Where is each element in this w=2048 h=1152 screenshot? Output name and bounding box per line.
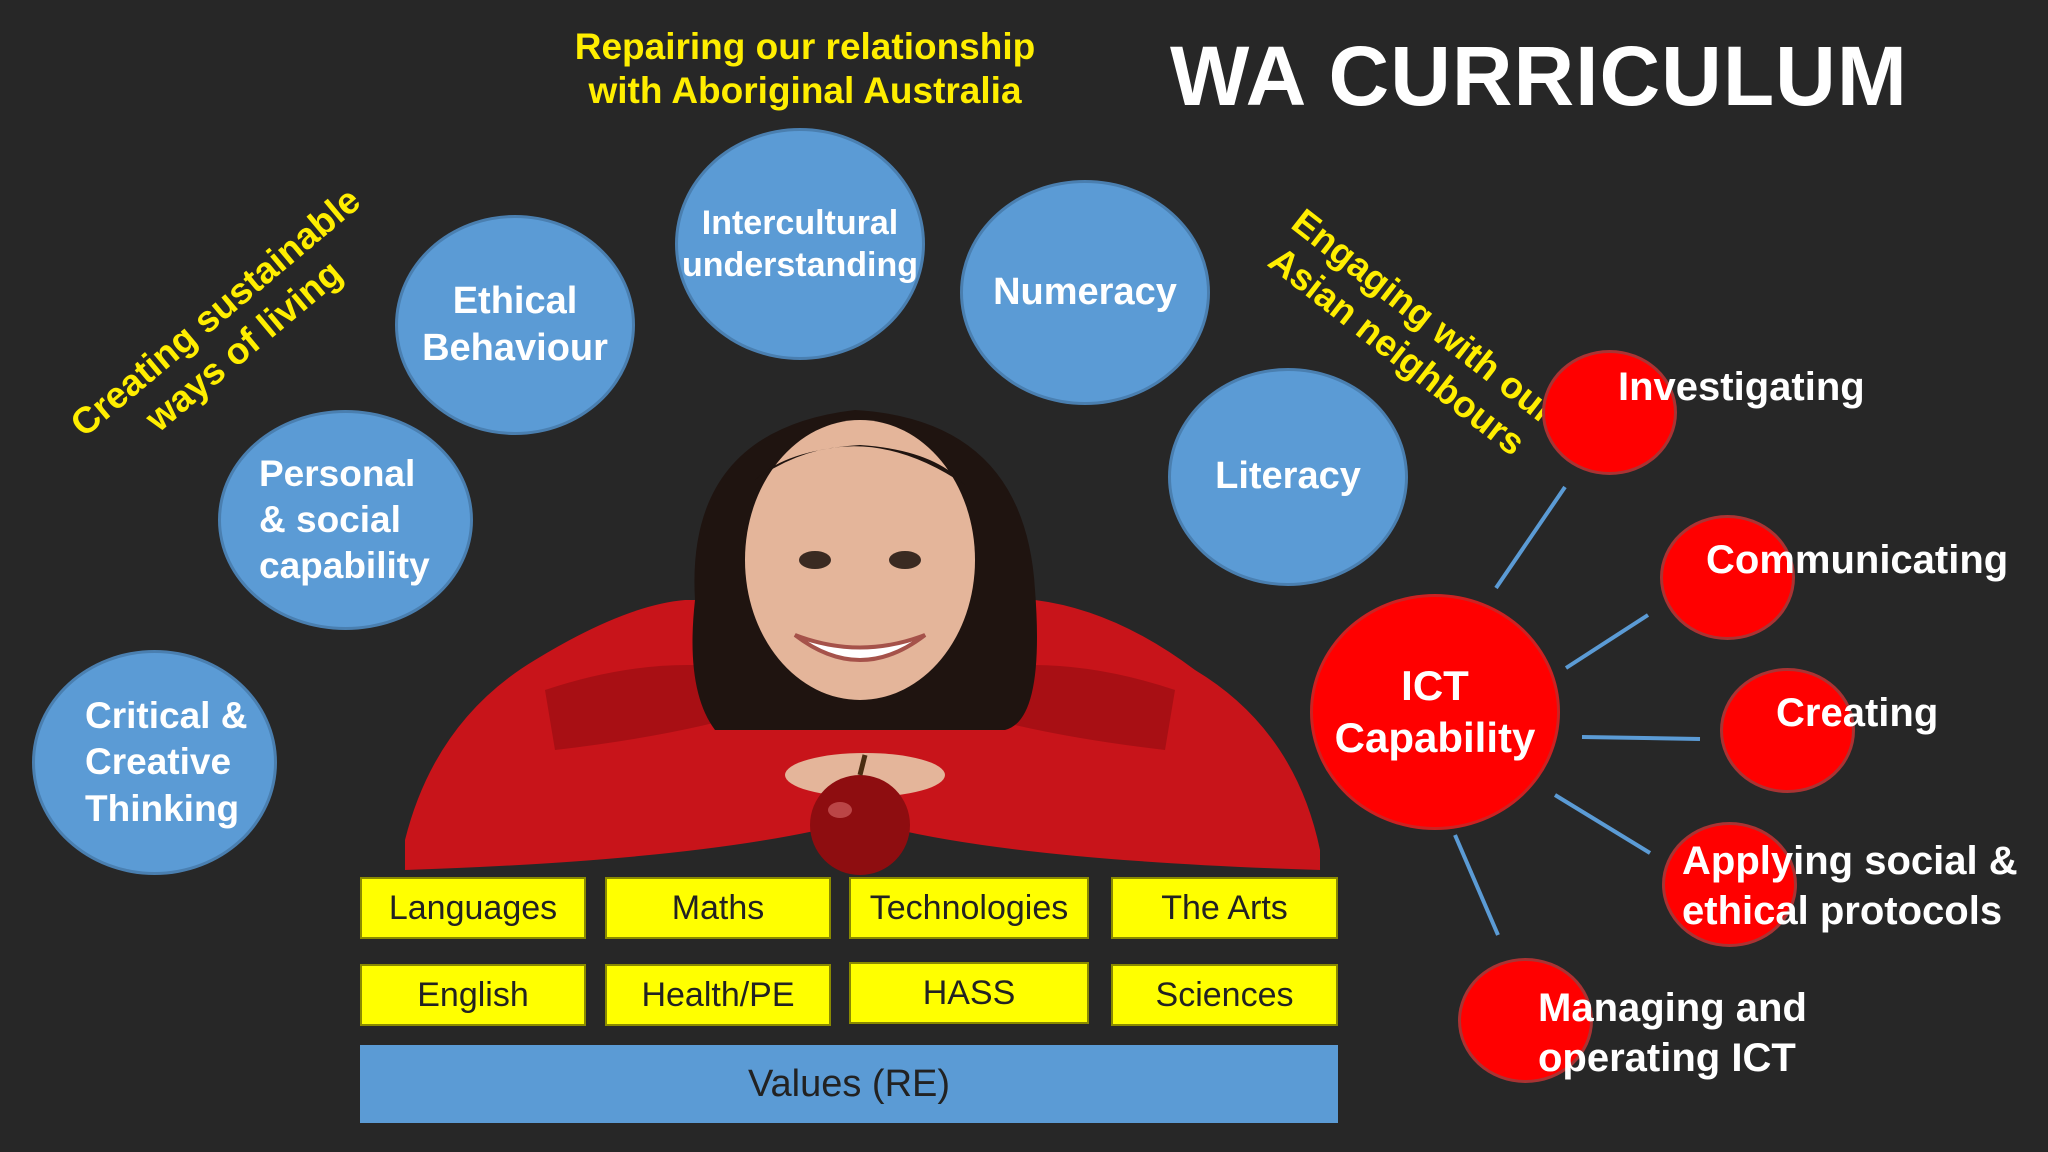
capability-bubble-personal-social: Personal & social capability (218, 410, 473, 630)
communicating-label: Communicating (1706, 538, 2009, 582)
capability-bubble-numeracy: Numeracy (960, 180, 1210, 405)
subject-english: English (360, 964, 586, 1026)
subject-sciences: Sciences (1111, 964, 1338, 1026)
capability-bubble-intercultural: Intercultural understanding (675, 128, 925, 360)
managing-node (1458, 958, 1593, 1083)
creating-node (1720, 668, 1855, 793)
sweater-shape (405, 600, 1320, 870)
subject-hass: HASS (849, 962, 1089, 1024)
aboriginal-priority-text: Repairing our relationship with Aborigin… (574, 26, 1036, 112)
capability-label: Intercultural understanding (681, 203, 919, 285)
connector-applying (1553, 793, 1652, 855)
apple-shape (810, 775, 910, 875)
capability-bubble-ethical: Ethical Behaviour (395, 215, 635, 435)
creating-label: Creating (1776, 691, 1939, 735)
subject-languages: Languages (360, 877, 586, 939)
subject-technologies: Technologies (849, 877, 1089, 939)
capability-label: Personal & social capability (259, 452, 430, 587)
capability-label: Literacy (1215, 455, 1361, 498)
subject-health-pe: Health/PE (605, 964, 831, 1026)
ict-capability-label: ICT Capability (1334, 661, 1536, 762)
capability-label: Critical & Creative Thinking (85, 695, 248, 829)
investigating-node (1542, 350, 1677, 475)
capability-bubble-critical-creative: Critical & Creative Thinking (32, 650, 277, 875)
connector-managing (1453, 834, 1500, 936)
investigating-label: Investigating (1618, 365, 1865, 409)
page-title: WA CURRICULUM (1170, 29, 1908, 123)
subject-maths: Maths (605, 877, 831, 939)
capability-bubble-literacy: Literacy (1168, 368, 1408, 586)
capability-label: Ethical Behaviour (422, 279, 608, 370)
communicating-node (1660, 515, 1795, 640)
ict-capability-node: ICT Capability (1310, 594, 1560, 830)
values-bar: Values (RE) (360, 1045, 1338, 1123)
connector-investigating (1494, 485, 1567, 590)
student-photo (405, 410, 1320, 875)
capability-label: Numeracy (993, 270, 1177, 313)
applying-node (1662, 822, 1797, 947)
connector-creating (1581, 735, 1701, 741)
managing-label: Managing and operating ICT (1538, 986, 1807, 1080)
connector-communicating (1564, 613, 1650, 670)
subject-the-arts: The Arts (1111, 877, 1338, 939)
applying-label: Applying social & ethical protocols (1682, 839, 2018, 933)
face-shape (745, 420, 975, 700)
